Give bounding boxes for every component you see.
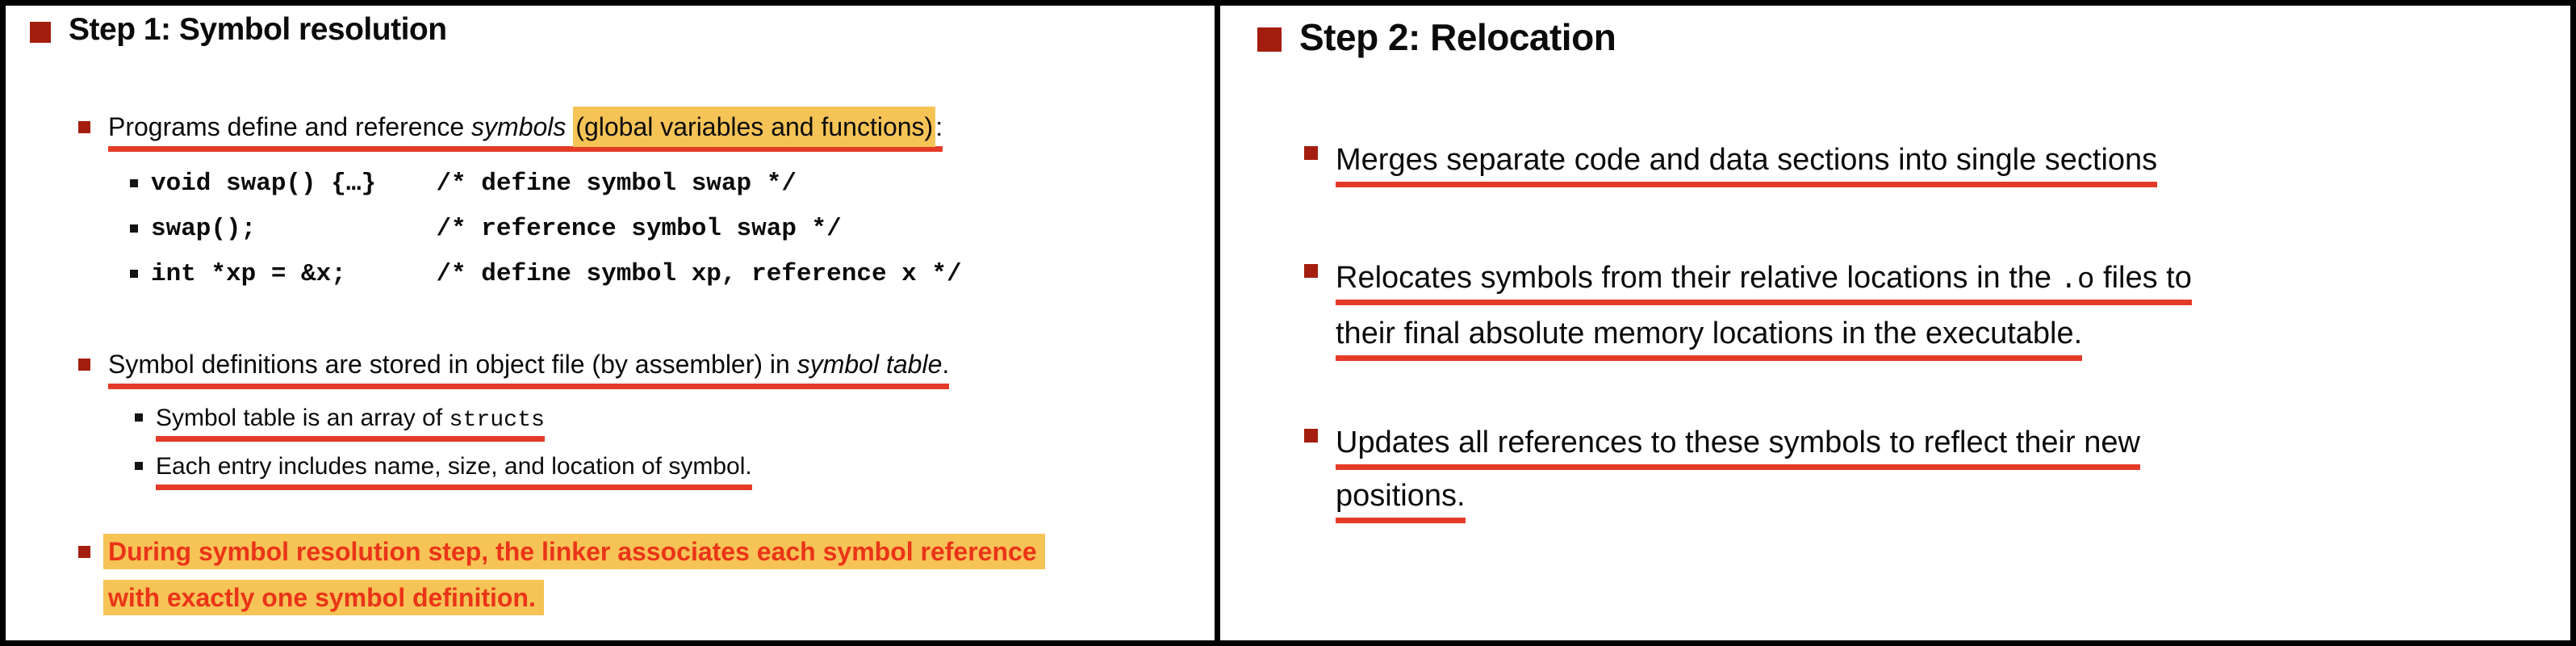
code-line-define-xp: int *xp = &x; /* define symbol xp, refer…: [130, 259, 962, 289]
bullet-programs-define: Programs define and reference symbols (g…: [78, 107, 1200, 152]
bullet-symbol-definitions: Symbol definitions are stored in object …: [78, 348, 1200, 389]
slide2-title: Step 2: Relocation: [1299, 16, 1616, 58]
bullet-square-icon: [78, 359, 90, 371]
sub-bullet-entry-includes: Each entry includes name, size, and loca…: [135, 451, 752, 490]
bullet-updates-references: Updates all references to these symbols …: [1304, 416, 2499, 523]
code-text: void swap() {…} /* define symbol swap */: [151, 170, 797, 198]
sub-bullet-square-icon: [130, 179, 138, 187]
sub-bullet-square-icon: [135, 413, 143, 422]
code-line-define-swap: void swap() {…} /* define symbol swap */: [130, 169, 797, 199]
bullet-merges-text: Merges separate code and data sections i…: [1336, 133, 2158, 187]
title-bullet-square-icon: [1257, 27, 1282, 52]
slide1-title: Step 1: Symbol resolution: [69, 12, 447, 47]
bullet-relocates-text: Relocates symbols from their relative lo…: [1336, 251, 2192, 361]
slide-step2-relocation: Step 2: Relocation Merges separate code …: [1220, 6, 2570, 640]
slide2-title-row: Step 2: Relocation: [1257, 15, 1616, 59]
bullet-warning-resolution: During symbol resolution step, the linke…: [78, 529, 1204, 621]
panel-divider: [1215, 6, 1220, 640]
code-text: int *xp = &x; /* define symbol xp, refer…: [151, 260, 962, 288]
sub-bullet-square-icon: [130, 270, 138, 278]
bullet-relocates-symbols: Relocates symbols from their relative lo…: [1304, 251, 2499, 361]
sub-bullet-array-structs-text: Symbol table is an array of structs: [156, 403, 545, 442]
bullet-square-icon: [1304, 429, 1318, 443]
bullet-square-icon: [78, 546, 90, 558]
sub-bullet-square-icon: [135, 462, 143, 470]
bullet-symbol-definitions-text: Symbol definitions are stored in object …: [108, 348, 950, 389]
bullet-merges-sections: Merges separate code and data sections i…: [1304, 133, 2499, 187]
code-text: swap(); /* reference symbol swap */: [151, 215, 842, 243]
code-line-reference-swap: swap(); /* reference symbol swap */: [130, 214, 842, 244]
sub-bullet-square-icon: [130, 224, 138, 233]
sub-bullet-entry-includes-text: Each entry includes name, size, and loca…: [156, 451, 752, 490]
bullet-warning-text: During symbol resolution step, the linke…: [103, 529, 1045, 621]
bullet-updates-text: Updates all references to these symbols …: [1336, 416, 2140, 523]
title-bullet-square-icon: [30, 22, 51, 43]
slide1-title-row: Step 1: Symbol resolution: [30, 12, 447, 48]
sub-bullet-array-structs: Symbol table is an array of structs: [135, 403, 545, 442]
bullet-programs-text: Programs define and reference symbols (g…: [108, 107, 943, 152]
bullet-square-icon: [1304, 264, 1318, 278]
bullet-square-icon: [78, 121, 90, 133]
slide-step1-symbol-resolution: Step 1: Symbol resolution Programs defin…: [6, 6, 1215, 640]
bullet-square-icon: [1304, 146, 1318, 160]
